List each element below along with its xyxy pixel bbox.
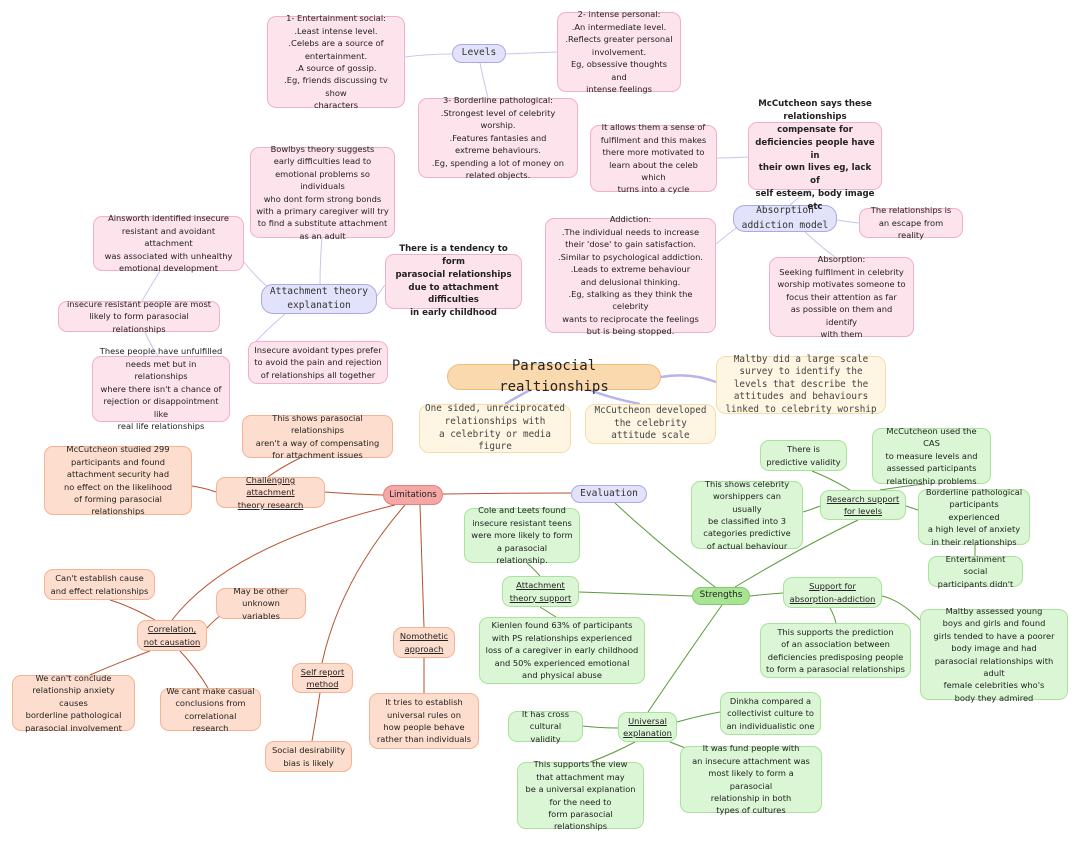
cross-cultural-note[interactable]: It has cross cultural validity bbox=[508, 709, 583, 744]
one-sided-definition-note[interactable]: One sided, unreciprocated relationships … bbox=[419, 403, 571, 453]
addiction-note[interactable]: Addiction: .The individual needs to incr… bbox=[545, 214, 716, 336]
link-challenging-mccutcheon299 bbox=[191, 485, 217, 493]
maltby-young-note[interactable]: Maltby assessed young boys and girls and… bbox=[920, 606, 1068, 703]
casual-conclusions-note[interactable]: We cant make casual conclusions from cor… bbox=[160, 686, 261, 733]
link-strengths-attachment bbox=[578, 591, 693, 597]
link-absorption-definition bbox=[804, 231, 836, 258]
link-attachment-kienlen bbox=[539, 606, 557, 618]
link-absorption-prediction bbox=[829, 607, 837, 624]
bowlby-theory-note[interactable]: Bowlbys theory suggests early difficulti… bbox=[250, 144, 395, 241]
insecure-found-note[interactable]: It was fund people with an insecure atta… bbox=[680, 743, 822, 815]
link-strengths-universal bbox=[647, 604, 723, 713]
tendency-to-form-note[interactable]: There is a tendency to form parasocial r… bbox=[385, 244, 522, 318]
link-research-cas bbox=[879, 483, 926, 491]
universal-explanation[interactable]: Universal explanation bbox=[618, 712, 677, 742]
mccutcheon-299-note[interactable]: McCutcheon studied 299 participants and … bbox=[44, 444, 192, 516]
unknown-variables-note[interactable]: May be other unknown variables bbox=[216, 586, 306, 621]
attachment-theory-support[interactable]: Attachment theory support bbox=[502, 576, 579, 607]
insecure-resistant-note[interactable]: insecure resistant people are most likel… bbox=[58, 299, 220, 334]
level-entertainment-social[interactable]: 1- Entertainment social: .Least intense … bbox=[267, 13, 405, 110]
link-absorption-mccutcheon bbox=[789, 189, 811, 206]
entertainment-didnt-note[interactable]: Entertainment social participants didn't bbox=[928, 554, 1023, 589]
link-research-three bbox=[802, 505, 821, 513]
absorption-addiction-hub[interactable]: Absorption addiction model bbox=[733, 205, 837, 232]
link-attachment-tendency bbox=[376, 284, 386, 297]
link-central-cas bbox=[589, 388, 641, 406]
link-attachment-bowlby bbox=[319, 237, 323, 285]
strengths-hub[interactable]: Strengths bbox=[692, 587, 750, 605]
cas-used-note[interactable]: McCutcheon used the CAS to measure level… bbox=[872, 426, 991, 486]
link-strengths-research bbox=[734, 519, 859, 588]
supports-prediction-note[interactable]: This supports the prediction of an assoc… bbox=[760, 623, 911, 678]
kienlen-note[interactable]: Kienlen found 63% of participants with P… bbox=[479, 617, 645, 684]
level-borderline-pathological[interactable]: 3- Borderline pathological: .Strongest l… bbox=[418, 95, 578, 180]
link-attachment-cole bbox=[526, 562, 541, 577]
fulfilment-cycle-note[interactable]: It allows them a sense of fulfilment and… bbox=[590, 122, 717, 194]
link-evaluation-strengths bbox=[614, 502, 716, 588]
escape-from-reality-note[interactable]: The relationships is an escape from real… bbox=[859, 205, 963, 240]
insecure-avoidant-note[interactable]: Insecure avoidant types prefer to avoid … bbox=[248, 341, 388, 384]
link-resistant-unfulfilled bbox=[144, 331, 159, 357]
absorption-addiction-support[interactable]: Support for absorption-addiction bbox=[783, 577, 882, 608]
self-report-method[interactable]: Self report method bbox=[292, 663, 353, 693]
predictive-validity-note[interactable]: There is predictive validity bbox=[760, 440, 847, 471]
maltby-survey-note[interactable]: Maltby did a large scale survey to ident… bbox=[716, 354, 886, 415]
dinkha-note[interactable]: Dinkha compared a collectivist culture t… bbox=[720, 692, 821, 735]
link-strengths-absorption bbox=[749, 592, 784, 597]
link-limitations-challenging bbox=[324, 491, 384, 496]
limitations-hub[interactable]: Limitations bbox=[383, 485, 443, 505]
three-categories-note[interactable]: This shows celebrity worshippers can usu… bbox=[691, 479, 803, 551]
link-mccutcheon-fulfilment bbox=[716, 156, 749, 159]
link-limitations-evaluation bbox=[442, 492, 572, 495]
link-ainsworth-resistant bbox=[141, 270, 161, 302]
social-desirability-note[interactable]: Social desirability bias is likely bbox=[265, 741, 352, 772]
central-topic[interactable]: Parasocial realtionships bbox=[447, 358, 661, 395]
research-support-levels[interactable]: Research support for levels bbox=[820, 490, 906, 520]
link-levels-borderline bbox=[479, 62, 489, 99]
mccutcheon-compensate-note[interactable]: McCutcheon says these relationships comp… bbox=[748, 99, 882, 212]
supports-view-note[interactable]: This supports the view that attachment m… bbox=[517, 759, 644, 831]
link-challenging-notcompensating bbox=[267, 457, 301, 478]
attachment-theory-hub[interactable]: Attachment theory explanation bbox=[261, 284, 377, 314]
challenging-attachment-research[interactable]: Challenging attachment theory research bbox=[216, 475, 325, 510]
cause-effect-note[interactable]: Can't establish cause and effect relatio… bbox=[44, 569, 155, 600]
link-universal-supports bbox=[589, 741, 636, 763]
link-research-predictive bbox=[811, 470, 851, 491]
level-intense-personal[interactable]: 2- intense personal: .An intermediate le… bbox=[557, 9, 681, 94]
link-selfreport-social bbox=[311, 692, 321, 742]
link-central-maltby bbox=[660, 374, 717, 384]
cole-leets-note[interactable]: Cole and Leets found insecure resistant … bbox=[464, 505, 580, 565]
link-research-borderline bbox=[905, 505, 919, 511]
unfulfilled-needs-note[interactable]: These people have unfulfilled needs met … bbox=[92, 346, 230, 431]
link-correlation-causeeffect bbox=[109, 599, 156, 621]
cant-conclude-note[interactable]: We can't conclude relationship anxiety c… bbox=[12, 673, 135, 733]
link-limitations-selfreport bbox=[321, 504, 406, 664]
nomothetic-approach[interactable]: Nomothetic approach bbox=[393, 627, 455, 658]
ainsworth-note[interactable]: Ainsworth identified insecure resistant … bbox=[93, 213, 244, 273]
link-universal-dinkha bbox=[676, 711, 721, 723]
evaluation-hub[interactable]: Evaluation bbox=[571, 485, 647, 503]
absorption-definition-note[interactable]: Absorption: Seeking fulfilment in celebr… bbox=[769, 254, 914, 339]
link-limitations-nomothetic bbox=[419, 504, 425, 628]
link-levels-intense bbox=[505, 51, 558, 55]
not-compensating-note[interactable]: This shows parasocial relationships aren… bbox=[242, 413, 393, 460]
universal-rules-note[interactable]: It tries to establish universal rules on… bbox=[369, 693, 479, 749]
link-absorption-escape bbox=[836, 219, 860, 224]
link-limitations-correlation bbox=[171, 504, 396, 621]
borderline-anxiety-note[interactable]: Borderline pathological participants exp… bbox=[918, 487, 1030, 547]
correlation-not-causation[interactable]: Correlation, not causation bbox=[137, 620, 207, 651]
link-levels-entertainment bbox=[404, 53, 453, 58]
link-universal-cross bbox=[582, 725, 619, 729]
link-absorption-maltby bbox=[881, 595, 921, 621]
levels-hub[interactable]: Levels bbox=[452, 44, 506, 63]
link-central-onesided bbox=[504, 388, 531, 406]
cas-developed-note[interactable]: McCutcheon developed the celebrity attit… bbox=[585, 404, 716, 444]
link-correlation-cantconclude bbox=[89, 650, 151, 676]
link-correlation-casual bbox=[179, 650, 209, 689]
